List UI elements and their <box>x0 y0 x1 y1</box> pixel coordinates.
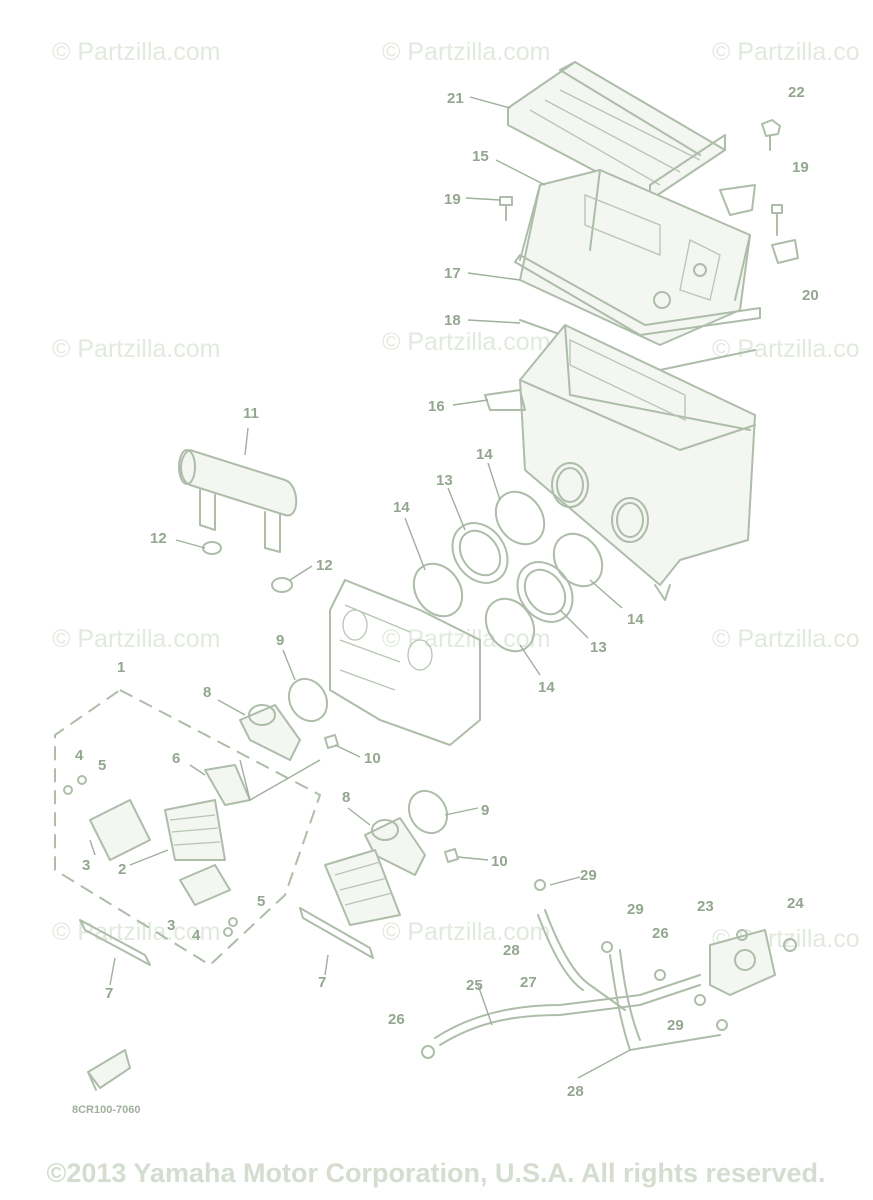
callout-26: 26 <box>388 1011 405 1028</box>
callout-13: 13 <box>590 639 607 656</box>
callout-9: 9 <box>276 632 284 649</box>
watermark: © Partzilla.com <box>382 38 550 66</box>
leader-lines <box>89 96 631 1079</box>
callout-20: 20 <box>802 287 819 304</box>
callout-labels: 21 22 15 19 19 20 17 18 16 11 14 13 14 1… <box>75 84 819 1100</box>
callout-7: 7 <box>105 985 113 1002</box>
watermark: © Partzilla.co <box>712 335 860 363</box>
callout-7: 7 <box>318 974 326 991</box>
watermarks: © Partzilla.com © Partzilla.com © Partzi… <box>52 38 860 953</box>
callout-11: 11 <box>243 405 259 422</box>
copyright-notice: ©2013 Yamaha Motor Corporation, U.S.A. A… <box>46 1158 825 1188</box>
callout-18: 18 <box>444 312 461 329</box>
callout-4: 4 <box>75 747 84 764</box>
watermark: © Partzilla.com <box>52 38 220 66</box>
callout-5: 5 <box>98 757 106 774</box>
hardware-top-right <box>499 119 799 264</box>
callout-4: 4 <box>192 927 201 944</box>
watermark: © Partzilla.com <box>52 625 220 653</box>
callout-28: 28 <box>503 942 520 959</box>
watermark: © Partzilla.com <box>382 328 550 356</box>
group-1-reed-valve <box>54 688 322 967</box>
callout-13: 13 <box>436 472 453 489</box>
callout-14: 14 <box>627 611 644 628</box>
callout-12: 12 <box>316 557 333 574</box>
callout-19: 19 <box>792 159 809 176</box>
callout-14: 14 <box>538 679 555 696</box>
watermark: © Partzilla.co <box>712 38 860 66</box>
part-11-silencer <box>178 449 298 593</box>
callout-27: 27 <box>520 974 537 991</box>
callout-17: 17 <box>444 265 461 282</box>
watermark: © Partzilla.com <box>52 918 220 946</box>
callout-14: 14 <box>393 499 410 516</box>
parts-8-9-10-upper <box>239 677 339 761</box>
callout-12: 12 <box>150 530 167 547</box>
front-arrow-icon <box>87 1049 131 1091</box>
callout-29: 29 <box>580 867 597 884</box>
callout-19: 19 <box>444 191 461 208</box>
callout-9: 9 <box>481 802 489 819</box>
callout-28: 28 <box>567 1083 584 1100</box>
diagram-code: 8CR100-7060 <box>72 1104 141 1116</box>
watermark: © Partzilla.com <box>382 918 550 946</box>
callout-3: 3 <box>167 917 175 934</box>
callout-21: 21 <box>447 90 464 107</box>
part-21-cover <box>507 61 726 201</box>
callout-10: 10 <box>491 853 508 870</box>
callout-23: 23 <box>697 898 714 915</box>
callout-14: 14 <box>476 446 493 463</box>
part-15-upper-airbox <box>519 169 756 346</box>
callout-2: 2 <box>118 861 126 878</box>
callout-25: 25 <box>466 977 483 994</box>
callout-29: 29 <box>667 1017 684 1034</box>
callout-6: 6 <box>172 750 180 767</box>
callout-8: 8 <box>203 684 211 701</box>
callout-22: 22 <box>788 84 805 101</box>
callout-24: 24 <box>787 895 804 912</box>
part-16-lower-airbox <box>484 324 756 601</box>
watermark: © Partzilla.co <box>712 625 860 653</box>
callout-10: 10 <box>364 750 381 767</box>
callout-16: 16 <box>428 398 445 415</box>
parts-7-gaskets <box>79 849 401 966</box>
callout-26: 26 <box>652 925 669 942</box>
callout-15: 15 <box>472 148 489 165</box>
callout-3: 3 <box>82 857 90 874</box>
callout-8: 8 <box>342 789 350 806</box>
watermark: © Partzilla.com <box>52 335 220 363</box>
parts-25-29-hoses-pump <box>421 879 797 1059</box>
engine-block <box>329 579 481 746</box>
callout-29: 29 <box>627 901 644 918</box>
callout-5: 5 <box>257 893 265 910</box>
callout-1: 1 <box>117 659 125 676</box>
